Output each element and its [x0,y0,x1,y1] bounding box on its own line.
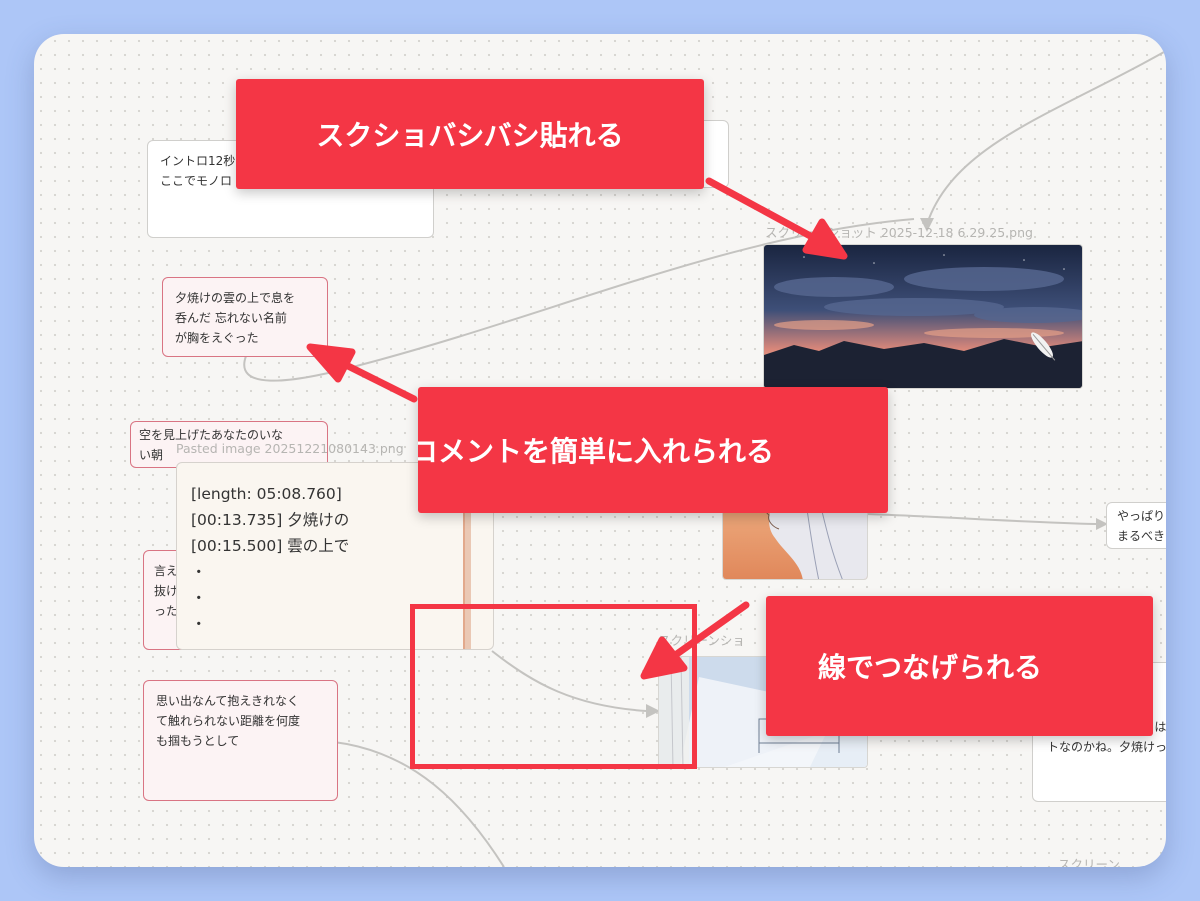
edge-arrowhead [646,704,660,718]
canvas-window: イントロ12秒 ここでモノロ 夕焼けの雲の上で息を 呑んだ 忘れない名前 が胸を… [34,34,1166,867]
edge-note-to-room [491,650,647,712]
edge-girl-to-yappari [863,513,1097,525]
screenshot-sky-image[interactable] [763,244,1083,389]
annotation-banner-comment: コメントを簡単に入れられる [418,387,888,513]
note-line-timestamp-1: [00:13.735] 夕焼けの [191,511,350,529]
edge-top-to-screenshot [926,51,1165,225]
text-card-lyric-memory[interactable]: 思い出なんて抱えきれなく て触れられない距離を何度 も掴もうとして [143,680,338,801]
annotation-banner-paste: スクショバシバシ貼れる [236,79,704,189]
annotation-banner-connect: 線でつなげられる [766,596,1153,736]
note-line-dot: ・ [191,589,207,607]
scrollbar-strip[interactable] [463,463,471,649]
edge-arrowhead [920,218,934,232]
image-label-pasted: Pasted image 20251221080143.png [176,441,404,456]
text-card-yappari[interactable]: やっぱり まるべき [1106,502,1166,549]
edge-memory-to-bottom [333,741,505,867]
note-line-timestamp-2: [00:15.500] 雲の上で [191,537,350,555]
highlight-rectangle [410,604,697,769]
note-line-dot: ・ [191,615,207,633]
text-card-lyric-sky[interactable]: 空を見上げたあなたのいな い朝 [130,421,328,468]
quill-feather-icon [1031,332,1056,361]
image-label-bottom: スクリーン [1058,857,1120,867]
sunset-sky-illustration [764,245,1082,388]
image-label-sky: スクリーンショット 2025-12-18 6.29.25.png [765,225,1033,240]
note-line-length: [length: 05:08.760] [191,485,342,503]
note-line-dot: ・ [191,563,207,581]
edge-arrowhead [1096,518,1108,530]
text-card-lyric-sunset[interactable]: 夕焼けの雲の上で息を 呑んだ 忘れない名前 が胸をえぐった [162,277,328,357]
